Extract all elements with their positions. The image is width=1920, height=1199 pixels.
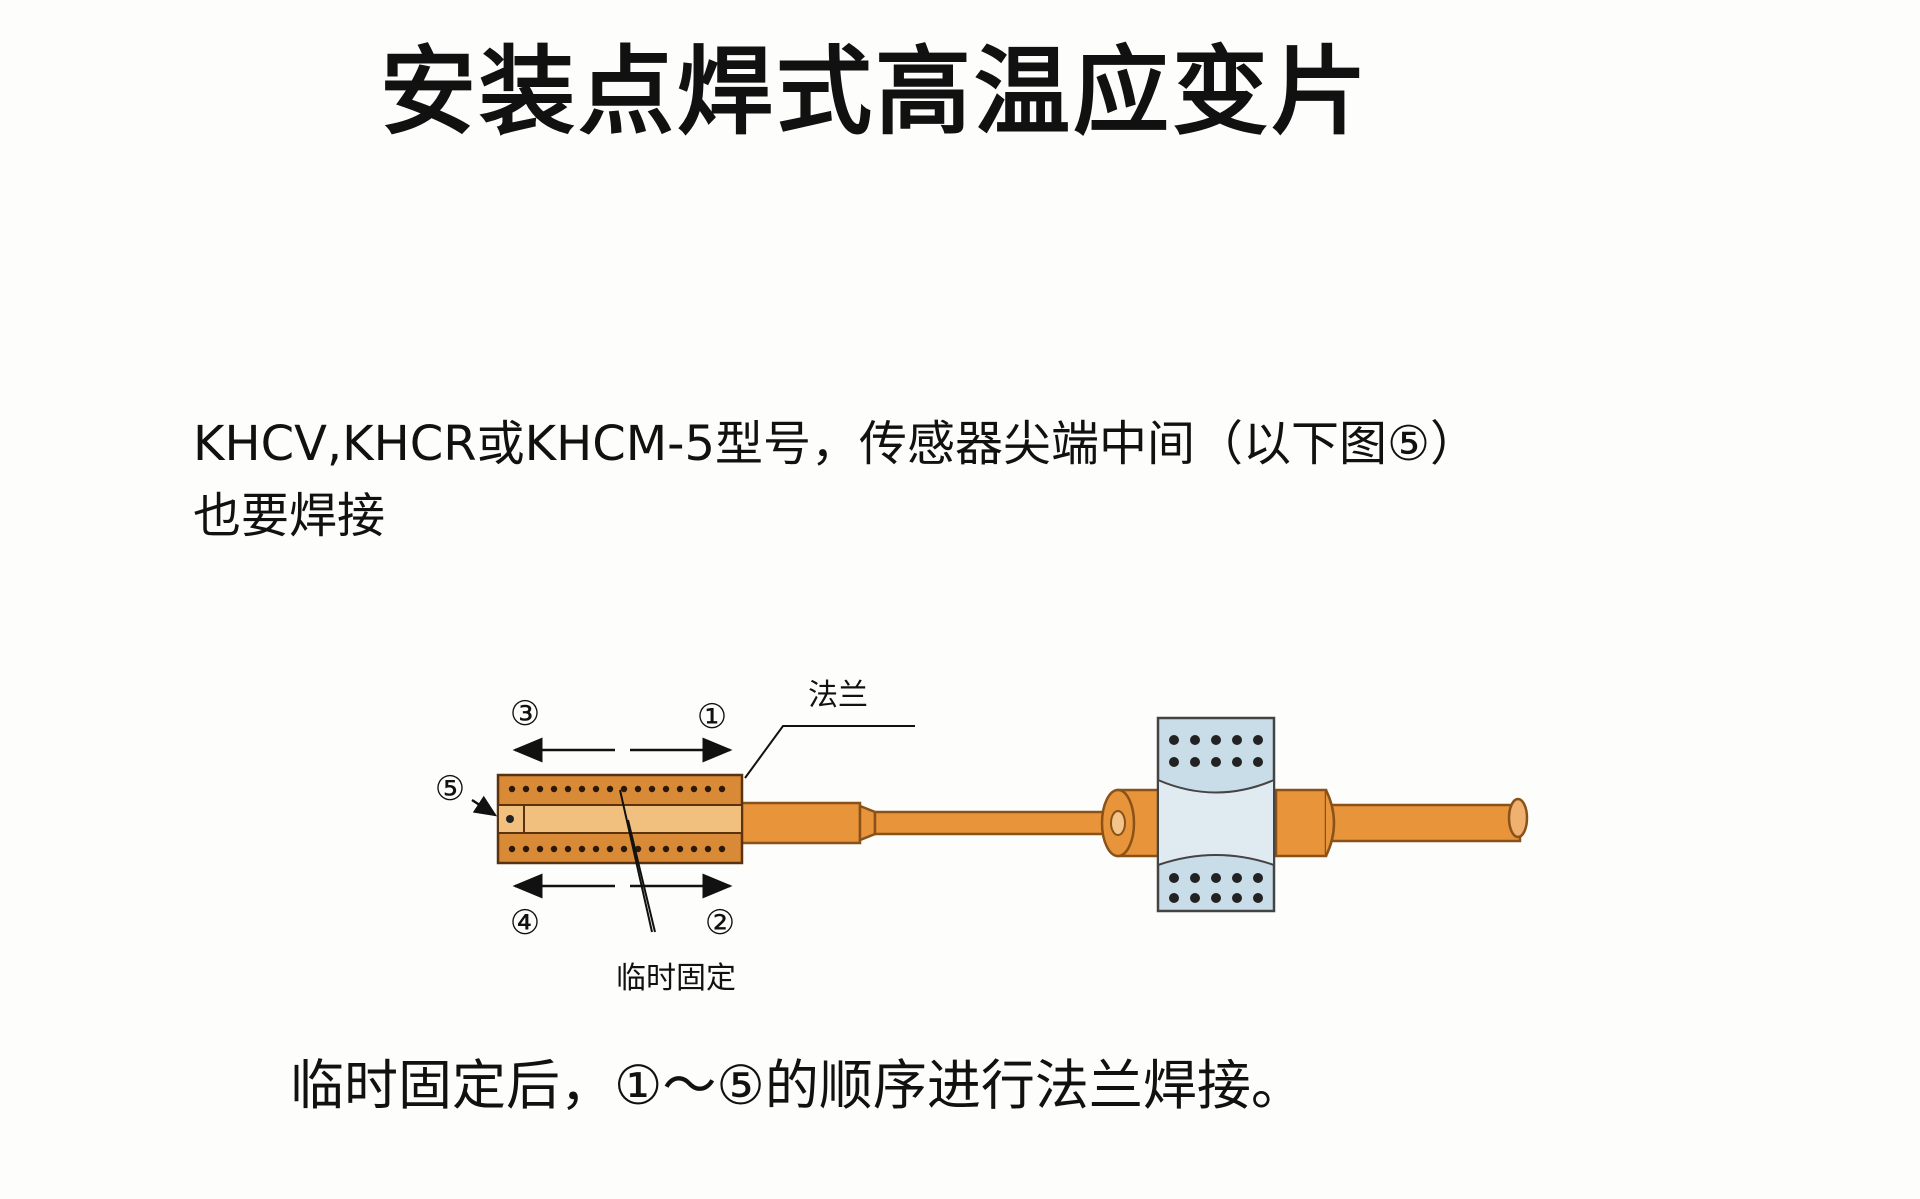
description: KHCV,KHCR或KHCM-5型号，传感器尖端中间（以下图⑤） 也要焊接 bbox=[193, 408, 1753, 552]
sensor-rod bbox=[738, 801, 1522, 845]
clamp-strap bbox=[1156, 716, 1276, 913]
marker-4: ④ bbox=[510, 903, 540, 943]
clamp-holes-bottom bbox=[1169, 873, 1263, 903]
weld-order-arrows bbox=[471, 737, 733, 899]
marker-2: ② bbox=[705, 903, 735, 943]
temp-fix-label: 临时固定 bbox=[616, 961, 736, 996]
flange-label: 法兰 bbox=[808, 678, 868, 713]
leader-lines bbox=[619, 725, 915, 933]
footer-instruction: 临时固定后，①～⑤的顺序进行法兰焊接。 bbox=[290, 1054, 1305, 1117]
flange-leader-line bbox=[744, 725, 915, 779]
collar-left bbox=[1100, 788, 1168, 858]
temp-fix-leader-1 bbox=[619, 789, 653, 933]
page-title: 安装点焊式高温应变片 bbox=[380, 36, 1370, 148]
temp-fix-leader-2 bbox=[627, 819, 656, 933]
flange-weld-dots-bottom bbox=[508, 845, 726, 853]
flange bbox=[496, 773, 744, 865]
description-line-2: 也要焊接 bbox=[193, 488, 386, 544]
description-line-1: KHCV,KHCR或KHCM-5型号，传感器尖端中间（以下图⑤） bbox=[193, 416, 1479, 472]
marker-3: ③ bbox=[510, 694, 540, 734]
collar-right bbox=[1274, 788, 1336, 858]
arrow-5 bbox=[471, 795, 498, 817]
marker-5: ⑤ bbox=[435, 769, 465, 809]
flange-weld-dots-top bbox=[508, 785, 726, 793]
cable-end bbox=[1507, 797, 1529, 839]
marker-1: ① bbox=[697, 697, 727, 737]
clamp-holes-top bbox=[1169, 735, 1263, 767]
